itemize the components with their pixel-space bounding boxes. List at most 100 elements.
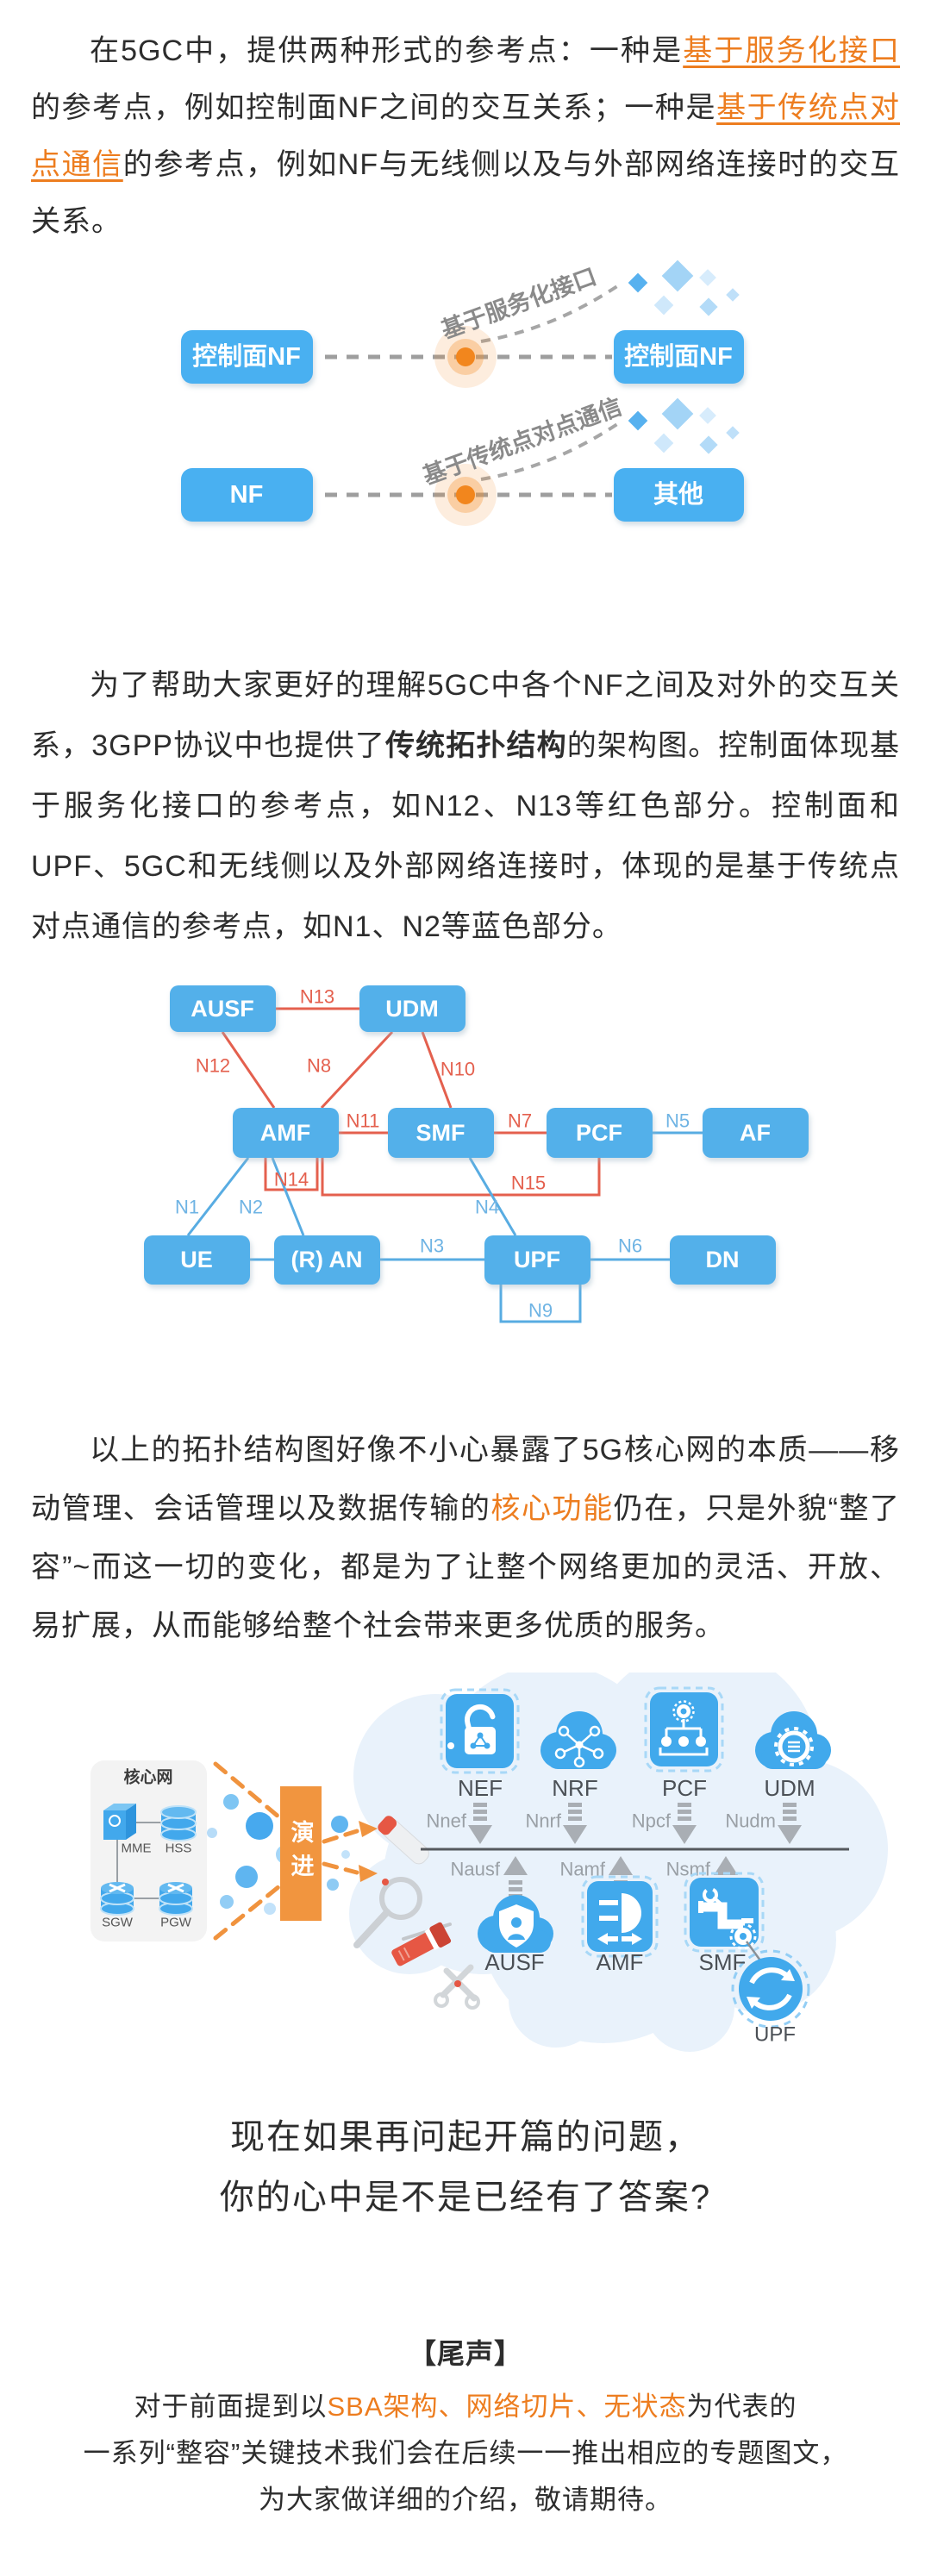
edge-n12 (221, 1031, 276, 1109)
upf-transfer-circle-icon (731, 1949, 810, 2029)
top-nf-labels: NEF NRF PCF UDM (458, 1775, 815, 1801)
topology-node-pcf: PCF (547, 1108, 653, 1158)
connection-type-label: 基于传统点对点通信 (419, 392, 625, 489)
paragraph-2: 为了帮助大家更好的理解5GC中各个NF之间及对外的交互关系，3GPP协议中也提供… (31, 655, 900, 957)
node-label: UDM (385, 996, 439, 1022)
link-service-based-interface[interactable]: 基于服务化接口 (683, 34, 900, 67)
edge-n14 (264, 1158, 319, 1191)
node-label: AUSF (191, 996, 254, 1022)
iface-label-nudm: Nudm (725, 1810, 776, 1832)
down-arrow-icon (672, 1803, 697, 1844)
edge-n4 (468, 1157, 517, 1236)
topology-node-amf: AMF (233, 1108, 339, 1158)
link-point-to-point[interactable]: 基于传统点对点通信 (31, 91, 900, 181)
edge-label-n7: N7 (508, 1110, 532, 1132)
topology-node-upf: UPF (484, 1235, 590, 1285)
nf-label-amf: AMF (597, 1949, 644, 1975)
dashed-callout-curve (480, 422, 619, 481)
dashed-callout-curve (480, 284, 619, 343)
edge-n1 (186, 1157, 250, 1236)
edge-label-n9: N9 (528, 1300, 553, 1322)
node-label: UPF (514, 1247, 560, 1272)
paragraph-1: 在5GC中，提供两种形式的参考点：一种是基于服务化接口的参考点，例如控制面NF之… (31, 22, 900, 250)
edge-labels: N13 N12 N8 N10 N11 N7 N14 N15 N1 N2 N3 N… (175, 986, 690, 1322)
node-label: NF (230, 481, 264, 509)
edge-label-n1: N1 (175, 1197, 199, 1218)
footer-line-1-post: 为代表的 (686, 2392, 797, 2422)
nf-label-nef: NEF (458, 1775, 503, 1801)
paragraph-3-text-2: 仍在，只是外貌“整了容”~而这一切的变化，都是为了让整个网络更加的灵活、开放、易… (31, 1492, 901, 1642)
down-arrow-icon (778, 1803, 802, 1844)
legacy-node-label-mme: MME (122, 1841, 152, 1856)
node-box-nf (181, 468, 313, 522)
legacy-core-box: 核心网 MME HSS SGW (91, 1760, 207, 1941)
node-label: 控制面NF (624, 342, 733, 371)
pgw-router-icon (159, 1882, 193, 1916)
evolution-dashed-lines (213, 1761, 359, 1941)
edge-label-n10: N10 (441, 1059, 475, 1080)
topology-node-ausf: AUSF (170, 985, 276, 1032)
topology-node-ran: (R) AN (274, 1235, 380, 1285)
topology-nodes: AUSF UDM AMF SMF PCF AF UE (R) AN (144, 985, 809, 1285)
edge-label-n8: N8 (307, 1055, 331, 1077)
node-label: AF (740, 1120, 771, 1146)
topology-node-af: AF (703, 1108, 809, 1158)
paragraph-3-highlight: 核心功能 (490, 1492, 614, 1525)
bottom-nf-labels: AUSF AMF SMF UPF (484, 1949, 796, 2047)
edge-n15 (321, 1158, 601, 1197)
ausf-shield-cloud-icon (478, 1895, 553, 1953)
paragraph-2-text-1: 为了帮助大家更好的理解5GC中各个NF之间及对外的交互关系，3GPP协议中也提供… (31, 669, 900, 762)
nf-label-pcf: PCF (662, 1775, 707, 1801)
diamond-cluster-icon (628, 259, 740, 316)
topology-node-smf: SMF (388, 1108, 494, 1158)
node-label: UE (180, 1247, 213, 1272)
nf-label-nrf: NRF (552, 1775, 597, 1801)
topology-node-ue: UE (144, 1235, 250, 1285)
hss-database-icon (160, 1805, 197, 1841)
edge-label-n2: N2 (239, 1197, 263, 1218)
iface-label-nnrf: Nnrf (525, 1810, 561, 1832)
node-box-cp-nf-left (181, 330, 313, 384)
paragraph-3: 以上的拓扑结构图好像不小心暴露了5G核心网的本质——移动管理、会话管理以及数据传… (31, 1421, 900, 1655)
paragraph-3-text-1: 以上的拓扑结构图好像不小心暴露了5G核心网的本质——移动管理、会话管理以及数据传… (31, 1434, 900, 1525)
down-arrow-icon (468, 1803, 492, 1844)
legacy-node-label-sgw: SGW (102, 1916, 134, 1930)
nef-open-lock-icon (440, 1688, 520, 1774)
diagram1-row-point-to-point: 基于传统点对点通信 NF 其他 (181, 392, 744, 526)
edge-label-n4: N4 (475, 1197, 499, 1218)
legacy-node-label-hss: HSS (166, 1841, 192, 1856)
pcf-flowchart-icon (644, 1686, 724, 1773)
node-label: DN (706, 1247, 740, 1272)
udm-gear-cloud-icon (755, 1711, 831, 1769)
question-line-1: 现在如果再问起开篇的问题， (230, 2118, 701, 2156)
nf-label-upf: UPF (754, 2023, 796, 2047)
node-box-other (614, 468, 744, 522)
edge-n2 (271, 1157, 305, 1236)
arrowhead-icon (359, 1821, 378, 1837)
edge-n8 (320, 1030, 394, 1110)
question-line-2: 你的心中是不是已经有了答案? (219, 2179, 712, 2216)
topology-diagram: N13 N12 N8 N10 N11 N7 N14 N15 N1 N2 N3 N… (144, 985, 809, 1323)
paragraph-2-bold: 传统拓扑结构 (384, 729, 567, 762)
paragraph-1-text-1: 在5GC中，提供两种形式的参考点：一种是 (90, 34, 684, 67)
edge-label-n11: N11 (347, 1110, 380, 1132)
nf-label-smf: SMF (699, 1949, 747, 1975)
highlighter-icon (378, 1816, 429, 1865)
edge-label-n6: N6 (618, 1235, 642, 1257)
diamond-cluster-icon (628, 397, 740, 454)
reference-point-diagram: 基于服务化接口 控制面NF 控制面NF 基于传统点对点通信 NF 其他 (181, 259, 744, 526)
iface-label-nausf: Nausf (451, 1859, 501, 1880)
edge-n10 (421, 1031, 453, 1109)
node-label: 其他 (653, 480, 703, 509)
sbi-down-arrows (468, 1803, 802, 1844)
evolution-diagram: 核心网 MME HSS SGW (91, 1673, 888, 2052)
iface-label-nsmf: Nsmf (666, 1859, 711, 1880)
footer-heading: 【尾声】 (408, 2338, 522, 2369)
edge-label-n13: N13 (300, 986, 334, 1008)
down-arrow-icon (563, 1803, 587, 1844)
smf-pipe-icon (684, 1872, 765, 1953)
edge-label-n3: N3 (420, 1235, 444, 1257)
lipstick-icon (391, 1922, 452, 1966)
mme-server-icon (103, 1804, 136, 1840)
iface-label-nnef: Nnef (427, 1810, 467, 1832)
